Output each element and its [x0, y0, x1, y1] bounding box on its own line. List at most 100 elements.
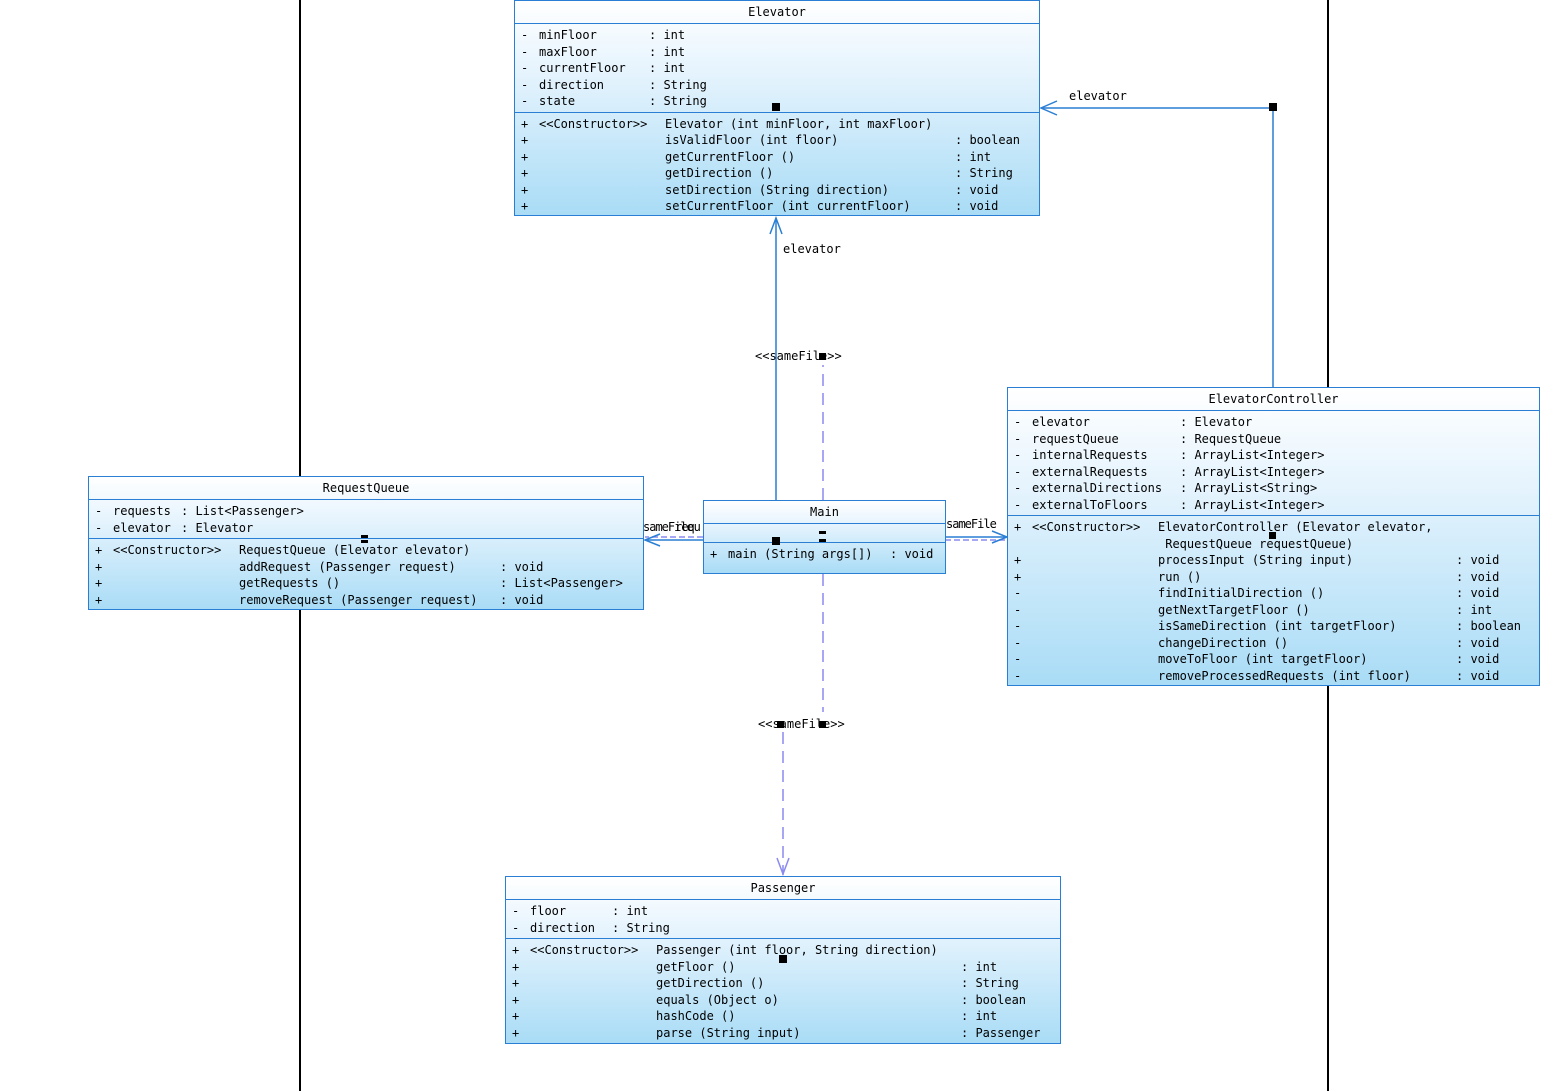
assoc-main-requestqueue[interactable]: [642, 533, 703, 547]
operation-row[interactable]: +addRequest (Passenger request): void: [89, 559, 643, 576]
operation-row[interactable]: +getCurrentFloor (): int: [515, 149, 1039, 166]
operation-row[interactable]: -changeDirection (): void: [1008, 635, 1539, 652]
attribute-row[interactable]: -floor: int: [506, 903, 1060, 920]
stereotype: <<Constructor>>: [1032, 520, 1141, 534]
attribute-row[interactable]: -requestQueue: RequestQueue: [1008, 431, 1539, 448]
operation-row[interactable]: +<<Constructor>>ElevatorController (Elev…: [1008, 519, 1539, 536]
attribute-row[interactable]: -direction: String: [506, 920, 1060, 937]
return-type: : void: [955, 182, 999, 197]
operation-row[interactable]: -moveToFloor (int targetFloor): void: [1008, 651, 1539, 668]
selection-handle[interactable]: [1269, 532, 1276, 539]
attribute-row[interactable]: -maxFloor: int: [515, 44, 1039, 61]
operation-row[interactable]: +getFloor (): int: [506, 959, 1060, 976]
visibility-marker: -: [512, 920, 520, 935]
return-type: : boolean: [1456, 619, 1522, 633]
stereotype: [113, 592, 239, 609]
assoc-main-controller[interactable]: [945, 530, 1010, 544]
label-main-requestqueue: sameFile: [643, 520, 694, 534]
operation-row[interactable]: RequestQueue requestQueue): [1008, 536, 1539, 553]
label-controller-elevator-role: elevator: [1069, 89, 1127, 103]
selection-handle[interactable]: [772, 537, 780, 545]
assoc-controller-elevator[interactable]: [1039, 100, 1274, 388]
attribute-row[interactable]: -state: String: [515, 93, 1039, 110]
attribute-type: : int: [612, 904, 649, 918]
visibility-marker: +: [521, 133, 529, 147]
operation-row[interactable]: +isValidFloor (int floor): boolean: [515, 132, 1039, 149]
selection-handle[interactable]: [779, 955, 787, 963]
selection-handle[interactable]: [819, 539, 826, 542]
stereotype: <<Constructor>>: [539, 116, 648, 131]
operation-row[interactable]: +run (): void: [1008, 569, 1539, 586]
operation-row[interactable]: +setCurrentFloor (int currentFloor): voi…: [515, 198, 1039, 215]
operation-row[interactable]: -isSameDirection (int targetFloor): bool…: [1008, 618, 1539, 635]
operation-row[interactable]: +getRequests (): List<Passenger>: [89, 575, 643, 592]
operation-row[interactable]: +parse (String input): Passenger: [506, 1025, 1060, 1042]
stereotype: [539, 132, 665, 149]
visibility-marker: -: [521, 28, 529, 42]
class-name: RequestQueue: [89, 477, 643, 500]
stereotype: [530, 992, 656, 1009]
class-elevator-controller[interactable]: ElevatorController -elevator: Elevator-r…: [1007, 387, 1540, 686]
attribute-row[interactable]: -externalRequests: ArrayList<Integer>: [1008, 464, 1539, 481]
selection-handle[interactable]: [361, 535, 368, 538]
operation-signature: hashCode (): [656, 1009, 736, 1023]
visibility-marker: -: [512, 904, 520, 918]
visibility-marker: +: [521, 199, 529, 213]
attribute-row[interactable]: -minFloor: int: [515, 27, 1039, 44]
operation-row[interactable]: +main (String args[]): void: [704, 546, 945, 563]
return-type: : void: [1456, 668, 1500, 683]
operation-signature: isSameDirection (int targetFloor): [1158, 619, 1397, 633]
operation-row[interactable]: +hashCode (): int: [506, 1008, 1060, 1025]
operation-row[interactable]: +<<Constructor>>RequestQueue (Elevator e…: [89, 542, 643, 559]
stereotype: [1032, 536, 1158, 553]
class-name: ElevatorController: [1008, 388, 1539, 411]
operation-row[interactable]: -removeProcessedRequests (int floor): vo…: [1008, 668, 1539, 685]
class-request-queue[interactable]: RequestQueue -requests: List<Passenger>-…: [88, 476, 644, 610]
operation-row[interactable]: +<<Constructor>>Passenger (int floor, St…: [506, 942, 1060, 959]
selection-handle[interactable]: [772, 103, 780, 111]
return-type: : void: [1456, 553, 1500, 567]
operation-row[interactable]: +getDirection (): String: [515, 165, 1039, 182]
selection-handle[interactable]: [819, 353, 826, 360]
operation-row[interactable]: +getDirection (): String: [506, 975, 1060, 992]
attribute-row[interactable]: -direction: String: [515, 77, 1039, 94]
selection-handle[interactable]: [777, 721, 784, 728]
selection-handle[interactable]: [819, 531, 826, 534]
selection-handle[interactable]: [1269, 103, 1277, 111]
stereotype: [530, 975, 656, 992]
class-main[interactable]: Main +main (String args[]): void: [703, 500, 946, 574]
return-type: : boolean: [961, 992, 1027, 1007]
visibility-marker: -: [95, 504, 103, 518]
stereotype: [1032, 668, 1158, 685]
visibility-marker: -: [1014, 448, 1022, 462]
visibility-marker: [1008, 536, 1032, 553]
operation-row[interactable]: +equals (Object o): boolean: [506, 992, 1060, 1009]
selection-handle[interactable]: [819, 721, 826, 728]
operation-row[interactable]: +processInput (String input): void: [1008, 552, 1539, 569]
attribute-row[interactable]: -internalRequests: ArrayList<Integer>: [1008, 447, 1539, 464]
attribute-type: : RequestQueue: [1180, 431, 1282, 446]
attribute-row[interactable]: -elevator: Elevator: [1008, 414, 1539, 431]
assoc-main-elevator[interactable]: [769, 215, 783, 500]
operations-section: +main (String args[]): void: [704, 543, 945, 565]
attribute-row[interactable]: -requests: List<Passenger>: [89, 503, 643, 520]
class-elevator[interactable]: Elevator -minFloor: int-maxFloor: int-cu…: [514, 0, 1040, 216]
attribute-row[interactable]: -externalDirections: ArrayList<String>: [1008, 480, 1539, 497]
operation-row[interactable]: -getNextTargetFloor (): int: [1008, 602, 1539, 619]
attribute-row[interactable]: -externalToFloors: ArrayList<Integer>: [1008, 497, 1539, 514]
attribute-row[interactable]: -elevator: Elevator: [89, 520, 643, 537]
selection-handle[interactable]: [361, 540, 368, 543]
operation-row[interactable]: +setDirection (String direction): void: [515, 182, 1039, 199]
operation-row[interactable]: -findInitialDirection (): void: [1008, 585, 1539, 602]
label-samefile-up: <<sameFile>>: [755, 349, 842, 363]
dep-main-passenger-samefile[interactable]: [776, 574, 824, 877]
operation-row[interactable]: +removeRequest (Passenger request): void: [89, 592, 643, 609]
attributes-section: -elevator: Elevator-requestQueue: Reques…: [1008, 411, 1539, 516]
visibility-marker: +: [521, 166, 529, 180]
stereotype: <<Constructor>>: [530, 943, 639, 957]
attribute-name: maxFloor: [539, 44, 597, 59]
visibility-marker: +: [512, 943, 520, 957]
operation-row[interactable]: +<<Constructor>>Elevator (int minFloor, …: [515, 116, 1039, 133]
visibility-marker: -: [521, 94, 529, 108]
attribute-row[interactable]: -currentFloor: int: [515, 60, 1039, 77]
